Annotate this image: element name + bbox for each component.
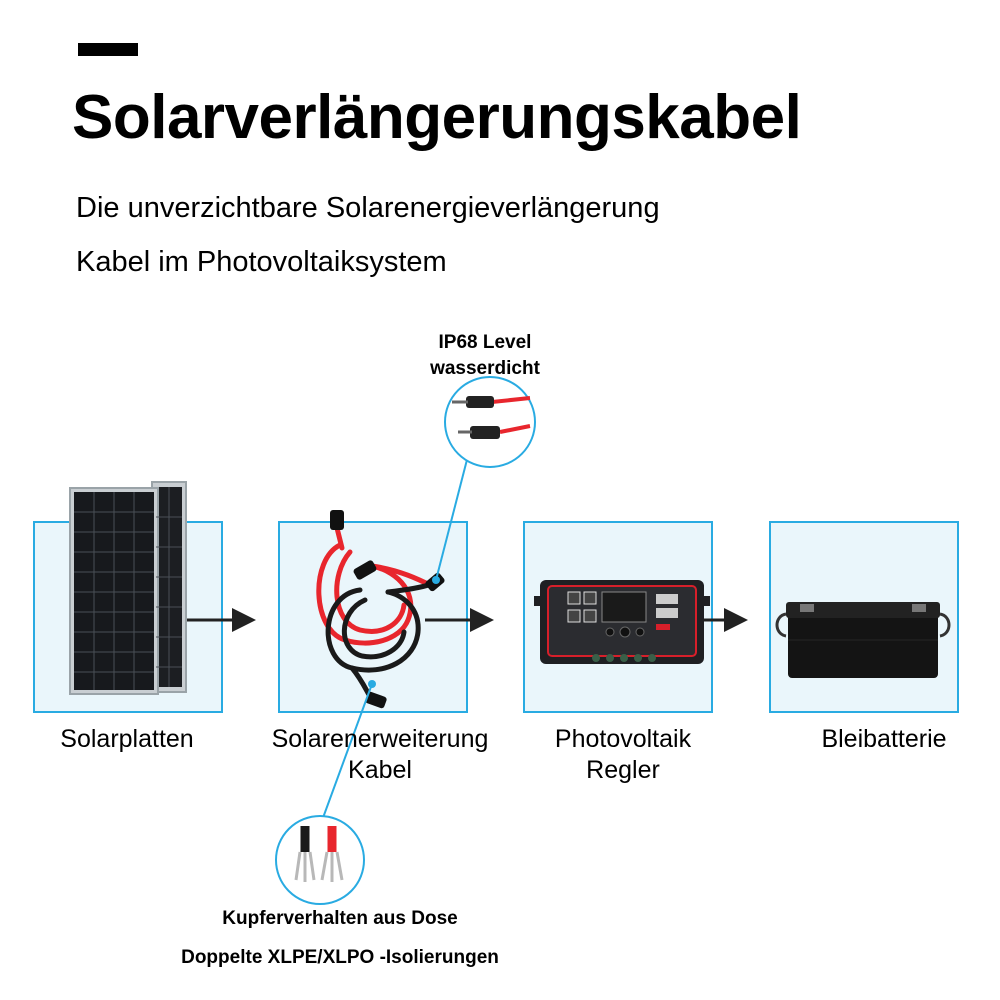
callout-leader-top (435, 447, 471, 581)
title-accent-bar (78, 43, 138, 56)
step-label-controller: Photovoltaik Regler (493, 724, 753, 786)
callout-waterproof-line-2: wasserdicht (430, 358, 540, 379)
step-label-line: Regler (586, 756, 660, 784)
step-label-line: Photovoltaik (554, 725, 692, 753)
callout-waterproof-line-1: IP68 Level (438, 332, 532, 353)
step-label-line: Solarplatten (60, 725, 194, 753)
callout-insulation: Doppelte XLPE/XLPO -Isolierungen (181, 947, 499, 968)
subtitle-line-2: Kabel im Photovoltaiksystem (76, 246, 447, 278)
step-label-solar-panels: Solarplatten (0, 724, 257, 755)
step-label-extension-cable: Solarenerweiterung Kabel (250, 724, 510, 786)
page-title: Solarverlängerungskabel (72, 83, 802, 152)
extension-cable-icon (316, 510, 445, 709)
step-label-line: Bleibatterie (821, 725, 947, 753)
callout-leader-bottom (319, 683, 373, 827)
subtitle-line-1: Die unverzichtbare Solarenergieverlänger… (76, 192, 660, 224)
step-label-battery: Bleibatterie (754, 724, 1000, 755)
charge-controller-icon (534, 580, 710, 664)
callout-copper: Kupferverhalten aus Dose (222, 908, 458, 929)
copper-wire-detail-icon (275, 815, 365, 905)
connector-detail-icon (444, 376, 536, 468)
solar-panel-icon (69, 481, 187, 695)
callout-waterproof: IP68 Level wasserdicht (400, 330, 570, 382)
step-label-line: Solarenerweiterung (271, 725, 489, 753)
step-label-line: Kabel (348, 756, 412, 784)
lead-battery-icon (775, 602, 951, 678)
